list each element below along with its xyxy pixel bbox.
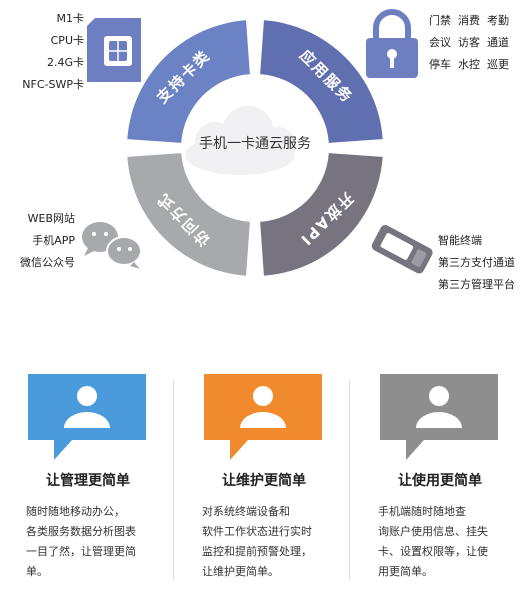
service-item: 消费 xyxy=(458,14,480,27)
cloud-shape xyxy=(185,106,296,175)
feature-line: 一目了然，让管理更简 xyxy=(26,545,136,558)
ring-segment xyxy=(260,153,383,276)
wechat-icon xyxy=(82,222,142,269)
service-item: 门禁 xyxy=(429,14,451,27)
feature-title: 让管理更简单 xyxy=(46,473,130,489)
api-item-platform: 第三方管理平台 xyxy=(438,278,515,291)
feature-line: 卡、设置权限等，让使 xyxy=(378,545,488,558)
service-item: 巡更 xyxy=(487,58,509,71)
feature-line: 询账户使用信息、挂失 xyxy=(378,525,488,538)
feature-card xyxy=(204,374,322,460)
feature-line: 单。 xyxy=(26,565,48,578)
feature-line: 软件工作状态进行实时 xyxy=(202,525,312,538)
feature-line: 用更简单。 xyxy=(378,565,433,578)
api-item-payment: 第三方支付通道 xyxy=(438,256,515,269)
feature-description: 对系统终端设备和 软件工作状态进行实时 监控和提前预警处理， 让维护更简单。 xyxy=(202,502,326,582)
feature-maintenance: 让维护更简单 对系统终端设备和 软件工作状态进行实时 监控和提前预警处理， 让维… xyxy=(184,374,344,582)
service-item: 会议 xyxy=(429,36,451,49)
access-method-wechat: 微信公众号 xyxy=(20,256,75,269)
sim-card-icon xyxy=(87,18,141,82)
feature-usage: 让使用更简单 手机端随时随地查 询账户使用信息、挂失 卡、设置权限等，让使 用更… xyxy=(360,374,520,582)
api-item-terminal: 智能终端 xyxy=(438,234,482,247)
card-type-cpu: CPU卡 xyxy=(50,34,84,47)
card-type-m1: M1卡 xyxy=(56,12,85,25)
card-type-24g: 2.4G卡 xyxy=(46,56,84,69)
feature-line: 监控和提前预警处理， xyxy=(202,545,312,558)
feature-card xyxy=(380,374,498,460)
access-method-app: 手机APP xyxy=(32,234,75,247)
ring-segment xyxy=(127,20,250,143)
column-divider xyxy=(349,380,350,580)
access-methods-list: WEB网站 手机APP 微信公众号 xyxy=(20,208,75,274)
feature-description: 手机端随时随地查 询账户使用信息、挂失 卡、设置权限等，让使 用更简单。 xyxy=(378,502,502,582)
cloud-service-diagram: 支持卡类应用服务开放API访问方式 手机一卡通云服务 xyxy=(82,9,433,276)
service-item: 通道 xyxy=(487,36,509,49)
service-item: 停车 xyxy=(429,58,451,71)
user-icon xyxy=(416,386,462,428)
ring-segment xyxy=(260,20,383,143)
feature-title: 让使用更简单 xyxy=(398,473,482,489)
feature-line: 随时随地移动办公， xyxy=(26,505,125,518)
feature-line: 让维护更简单。 xyxy=(202,565,279,578)
access-method-web: WEB网站 xyxy=(27,212,75,225)
feature-card xyxy=(28,374,146,460)
feature-line: 各类服务数据分析图表 xyxy=(26,525,136,538)
user-icon xyxy=(64,386,110,428)
card-types-list: M1卡 CPU卡 2.4G卡 NFC-SWP卡 xyxy=(22,8,84,96)
feature-description: 随时随地移动办公， 各类服务数据分析图表 一目了然，让管理更简 单。 xyxy=(26,502,150,582)
feature-title: 让维护更简单 xyxy=(222,473,306,489)
feature-line: 手机端随时随地查 xyxy=(378,505,466,518)
pos-terminal-icon xyxy=(371,225,433,274)
open-api-list: 智能终端 第三方支付通道 第三方管理平台 xyxy=(438,230,515,296)
card-type-nfc: NFC-SWP卡 xyxy=(22,78,84,91)
ring-segment xyxy=(127,153,250,276)
service-item: 访客 xyxy=(458,36,480,49)
service-item: 水控 xyxy=(458,58,480,71)
feature-line: 对系统终端设备和 xyxy=(202,505,290,518)
lock-icon xyxy=(366,9,418,78)
column-divider xyxy=(173,380,174,580)
feature-management: 让管理更简单 随时随地移动办公， 各类服务数据分析图表 一目了然，让管理更简 单… xyxy=(8,374,168,582)
services-list: 门禁 消费 考勤 会议 访客 通道 停车 水控 巡更 xyxy=(429,10,509,76)
center-label: 手机一卡通云服务 xyxy=(199,136,311,152)
service-item: 考勤 xyxy=(487,14,509,27)
user-icon xyxy=(240,386,286,428)
